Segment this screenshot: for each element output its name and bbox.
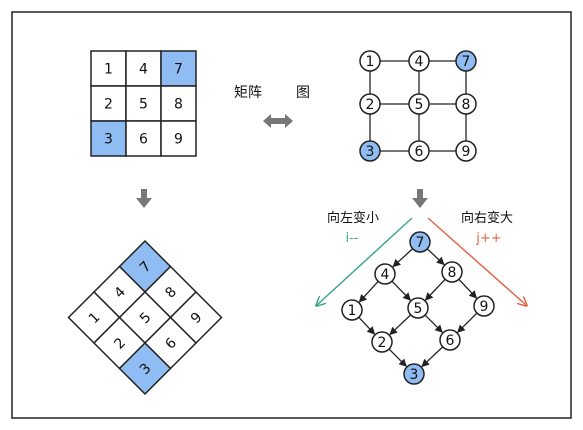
graph-node-label: 6 xyxy=(415,144,424,160)
diamond-node xyxy=(439,329,461,351)
graph-grid-nodes: 1 4 7 2 5 8 3 6 9 xyxy=(359,50,477,162)
diamond-node xyxy=(409,231,431,253)
right-direction-label: 向右变大 xyxy=(461,210,513,226)
diamond-edge xyxy=(421,346,444,368)
diamond-node xyxy=(473,295,495,317)
matrix-cell-value: 8 xyxy=(174,97,183,113)
matrix-cell-value: 6 xyxy=(139,132,148,148)
right-direction-arrow xyxy=(427,217,526,305)
diamond-edge xyxy=(358,280,379,303)
matrix-cell-value: 5 xyxy=(139,97,148,113)
matrix-cell-value: 7 xyxy=(174,62,183,78)
diamond-edge xyxy=(457,312,478,333)
diamond-node-label: 1 xyxy=(348,303,357,319)
right-code-label: j++ xyxy=(475,231,501,246)
diamond-node-label: 6 xyxy=(446,333,455,349)
matrix-label: 矩阵 xyxy=(234,85,262,101)
graph-node-label: 7 xyxy=(462,54,471,70)
graph-node-label: 8 xyxy=(462,97,471,113)
diamond-edge xyxy=(388,348,407,367)
diamond-edge xyxy=(391,280,412,301)
graph-node-label: 9 xyxy=(462,144,471,160)
diamond-node-label: 4 xyxy=(381,267,390,283)
diamond-edge xyxy=(389,314,412,336)
matrix-cell xyxy=(125,120,162,157)
diamond-edge xyxy=(426,248,445,266)
down-arrow-right-icon xyxy=(412,189,428,208)
matrix-cell-value: 2 xyxy=(104,97,113,113)
diamond-edge xyxy=(458,278,478,299)
diamond-edge xyxy=(392,248,414,268)
left-direction-label: 向左变小 xyxy=(327,210,379,226)
diamond-edge xyxy=(358,316,376,335)
diamond-node xyxy=(371,331,393,353)
graph-node xyxy=(359,140,381,162)
diamond-node-label: 2 xyxy=(378,335,387,351)
diamond-node xyxy=(441,261,463,283)
diamond-edge xyxy=(424,314,443,333)
graph-node-label: 2 xyxy=(366,97,375,113)
diamond-node-label: 7 xyxy=(416,235,425,251)
matrix-cell xyxy=(160,50,197,87)
down-arrow-left-icon xyxy=(136,189,152,208)
diamond-node-label: 8 xyxy=(448,265,457,281)
diamond-node xyxy=(341,299,363,321)
left-direction-arrow xyxy=(317,217,413,305)
diamond-node-label: 9 xyxy=(480,299,489,315)
matrix-cell xyxy=(125,85,162,122)
matrix-cell-value: 9 xyxy=(174,132,183,148)
graph-node-label: 5 xyxy=(415,97,424,113)
graph-label: 图 xyxy=(296,85,310,101)
rotated-cell xyxy=(118,341,172,396)
graph-node xyxy=(408,140,430,162)
graph-node xyxy=(359,50,381,72)
graph-node xyxy=(359,93,381,115)
graph-node xyxy=(455,93,477,115)
graph-node xyxy=(408,93,430,115)
graph-node xyxy=(408,50,430,72)
matrix-cell xyxy=(90,120,127,157)
double-arrow-icon xyxy=(263,114,293,128)
diamond-node xyxy=(403,363,425,385)
diamond-node-label: 5 xyxy=(414,301,423,317)
diamond-node xyxy=(407,297,429,319)
matrix-grid: 1 4 7 2 5 8 3 6 9 xyxy=(90,50,197,157)
graph-grid-edges xyxy=(369,60,467,152)
left-code-label: i-- xyxy=(346,231,359,246)
graph-diamond-edges xyxy=(358,248,478,368)
matrix-cell-value: 3 xyxy=(104,132,113,148)
diamond-node-label: 3 xyxy=(410,367,419,383)
diamond-edge xyxy=(424,278,446,301)
matrix-cell xyxy=(160,120,197,157)
graph-node-label: 3 xyxy=(366,144,375,160)
matrix-cell-value: 4 xyxy=(139,62,148,78)
graph-node xyxy=(455,50,477,72)
graph-diamond-nodes: 7 4 8 1 5 9 2 6 3 xyxy=(341,231,495,385)
graph-node-label: 1 xyxy=(366,54,375,70)
graph-node xyxy=(455,140,477,162)
graph-node-label: 4 xyxy=(415,54,424,70)
diamond-node xyxy=(374,263,396,285)
matrix-cell-value: 1 xyxy=(104,62,113,78)
